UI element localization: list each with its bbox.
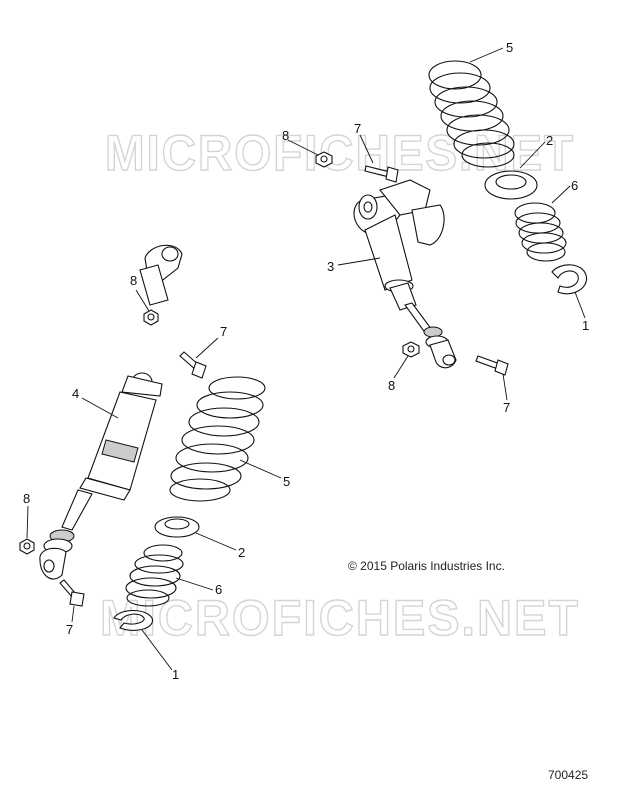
bolt-7-bottom-b — [59, 579, 85, 607]
bolt-7-bottom-a — [179, 351, 207, 379]
callout-4: 4 — [72, 386, 79, 401]
callout-2-bottom: 2 — [238, 545, 245, 560]
copyright-notice: © 2015 Polaris Industries Inc. — [348, 559, 505, 573]
callout-8-top-a: 8 — [282, 128, 289, 143]
callout-2-top: 2 — [546, 133, 553, 148]
callout-7-top-b: 7 — [503, 400, 510, 415]
spring-seat-2-bottom — [154, 516, 200, 538]
clip-1-bottom — [113, 609, 153, 631]
callout-7-top-a: 7 — [354, 121, 361, 136]
spring-5-bottom — [169, 376, 266, 502]
drawing-number: 700425 — [548, 768, 589, 782]
clip-1-top — [551, 264, 588, 295]
callout-8-bottom-b: 8 — [23, 491, 30, 506]
callout-3: 3 — [327, 259, 334, 274]
spring-6-top — [514, 202, 567, 262]
bolt-7-top-b — [475, 355, 509, 376]
callout-6-top: 6 — [571, 178, 578, 193]
watermark-bottom: MICROFICHES.NET — [100, 590, 580, 646]
bolt-7-top-a — [364, 165, 399, 183]
nut-8-top-b — [402, 341, 420, 358]
callout-8-top-b: 8 — [388, 378, 395, 393]
callout-5-top: 5 — [506, 40, 513, 55]
spring-seat-2-top — [484, 170, 538, 200]
shock-absorber-3 — [353, 179, 457, 369]
callout-7-bottom-b: 7 — [66, 622, 73, 637]
leaders-bottom — [26, 289, 282, 671]
callout-1-top: 1 — [582, 318, 589, 333]
callout-8-bottom-a: 8 — [130, 273, 137, 288]
shock-absorber-4 — [39, 244, 183, 580]
nut-8-top-a — [315, 151, 333, 168]
leaders-top — [287, 47, 586, 401]
spring-5-top — [428, 60, 515, 168]
callout-1-bottom: 1 — [172, 667, 179, 682]
callout-6-bottom: 6 — [215, 582, 222, 597]
callout-5-bottom: 5 — [283, 474, 290, 489]
spring-6-bottom — [125, 544, 184, 607]
nut-8-bottom-a — [143, 309, 159, 326]
callout-7-bottom-a: 7 — [220, 324, 227, 339]
watermark-top: MICROFICHES.NET — [105, 125, 575, 181]
nut-8-bottom-b — [19, 538, 35, 555]
